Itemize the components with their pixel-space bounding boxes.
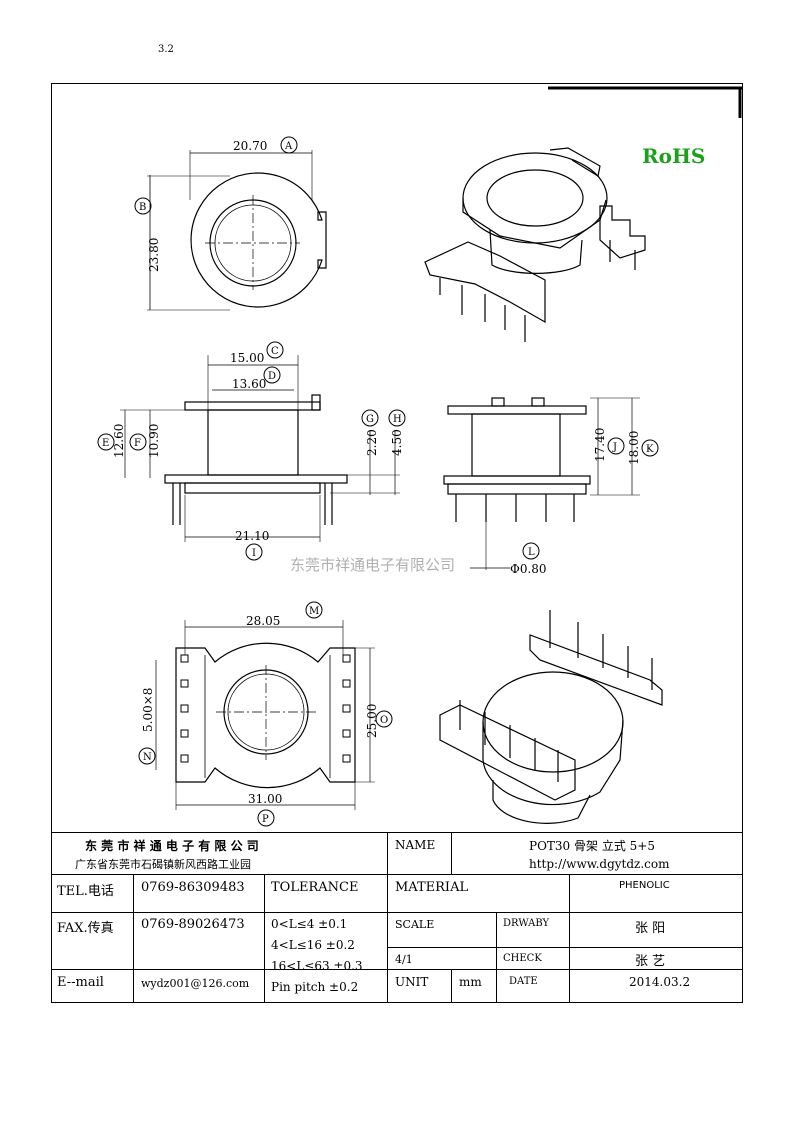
dim-G-value: 2.20 (365, 429, 379, 456)
label-K: K (641, 439, 659, 457)
label-A: A (280, 136, 298, 154)
tolerance-line-3: 16<L≤63 ±0.3 (271, 959, 363, 973)
top-view (147, 150, 327, 311)
dim-B-value: 23.80 (147, 238, 161, 272)
svg-text:I: I (252, 548, 256, 559)
label-C: C (266, 341, 284, 359)
dim-J-value: 17.40 (593, 428, 607, 462)
top-right-bracket (548, 86, 742, 118)
company-name: 东 莞 市 祥 通 电 子 有 限 公 司 (85, 839, 259, 853)
website-link[interactable]: http://www.dgytdz.com (529, 857, 670, 871)
label-P: P (257, 809, 275, 827)
label-B: B (134, 197, 152, 215)
dim-P-value: 31.00 (248, 792, 282, 806)
material-value: PHENOLIC (619, 880, 670, 891)
isometric-view-bottom (439, 610, 663, 824)
name-label: NAME (395, 838, 436, 852)
svg-text:C: C (271, 346, 279, 357)
tel-value: 0769-86309483 (141, 880, 245, 895)
tolerance-line-4: Pin pitch ±0.2 (271, 980, 359, 994)
check-label: CHECK (503, 953, 542, 964)
company-address: 广东省东莞市石碣镇新风西路工业园 (75, 858, 251, 871)
fax-value: 0769-89026473 (141, 917, 245, 932)
label-M: M (305, 601, 323, 619)
part-name: POT30 骨架 立式 5+5 (529, 839, 655, 853)
dim-N-value: 5.00×8 (141, 688, 155, 732)
label-F: F (129, 433, 147, 451)
svg-text:M: M (309, 606, 319, 617)
front-view (443, 397, 640, 570)
svg-text:N: N (143, 752, 152, 763)
drawn-by-value: 张 阳 (635, 921, 666, 936)
svg-text:K: K (646, 444, 654, 455)
date-value: 2014.03.2 (629, 975, 691, 989)
tel-label: TEL.电话 (57, 884, 114, 899)
label-E: E (97, 433, 115, 451)
label-I: I (245, 543, 263, 561)
dim-E-value: 12.60 (112, 424, 126, 458)
dim-O-value: 25.00 (365, 704, 379, 738)
title-block: 东 莞 市 祥 通 电 子 有 限 公 司 广东省东莞市石碣镇新风西路工业园 N… (51, 832, 743, 1003)
unit-value: mm (459, 975, 482, 989)
svg-text:L: L (528, 547, 535, 558)
svg-text:B: B (139, 202, 146, 213)
label-J: J (607, 437, 625, 455)
label-G: G (361, 409, 379, 427)
svg-text:D: D (268, 371, 276, 382)
watermark: 东莞市祥通电子有限公司 (290, 556, 455, 574)
side-view (120, 355, 400, 542)
dim-M-value: 28.05 (246, 614, 280, 628)
svg-text:O: O (380, 715, 388, 726)
bottom-view (155, 620, 375, 810)
svg-text:E: E (102, 438, 109, 449)
check-value: 张 艺 (635, 954, 666, 969)
date-label: DATE (509, 976, 538, 987)
tolerance-line-1: 0<L≤4 ±0.1 (271, 917, 348, 931)
dim-I-value: 21.10 (235, 529, 269, 543)
label-H: H (388, 409, 406, 427)
rohs-mark: RoHS (642, 144, 705, 168)
fax-label: FAX.传真 (57, 921, 114, 936)
dim-D-value: 13.60 (232, 377, 266, 391)
label-O: O (375, 710, 393, 728)
svg-text:F: F (134, 438, 141, 449)
svg-text:A: A (284, 141, 293, 152)
tolerance-line-2: 4<L≤16 ±0.2 (271, 938, 355, 952)
unit-label: UNIT (395, 975, 429, 989)
svg-text:G: G (366, 414, 374, 425)
svg-text:H: H (393, 414, 402, 425)
dim-K-value: 18.00 (627, 431, 641, 465)
label-N: N (138, 747, 156, 765)
pin-slots (180, 654, 351, 763)
tolerance-label: TOLERANCE (271, 880, 359, 895)
svg-text:P: P (262, 814, 269, 825)
dim-H-value: 4.50 (390, 429, 404, 456)
material-label: MATERIAL (395, 880, 469, 895)
label-D: D (263, 366, 281, 384)
dim-A-value: 20.70 (233, 139, 267, 153)
isometric-view-top (424, 147, 646, 342)
svg-text:J: J (612, 442, 617, 453)
dim-F-value: 10.90 (147, 424, 161, 458)
drawn-by-label: DRWABY (503, 918, 550, 929)
label-L: L (522, 542, 540, 560)
email-value[interactable]: wydz001@126.com (141, 977, 250, 990)
scale-value: 4/1 (395, 953, 413, 966)
scale-label: SCALE (395, 918, 435, 931)
dim-L-value: Φ0.80 (510, 562, 547, 576)
dim-C-value: 15.00 (230, 351, 264, 365)
corner-mark: 3.2 (158, 44, 174, 55)
email-label: E--mail (57, 975, 104, 990)
